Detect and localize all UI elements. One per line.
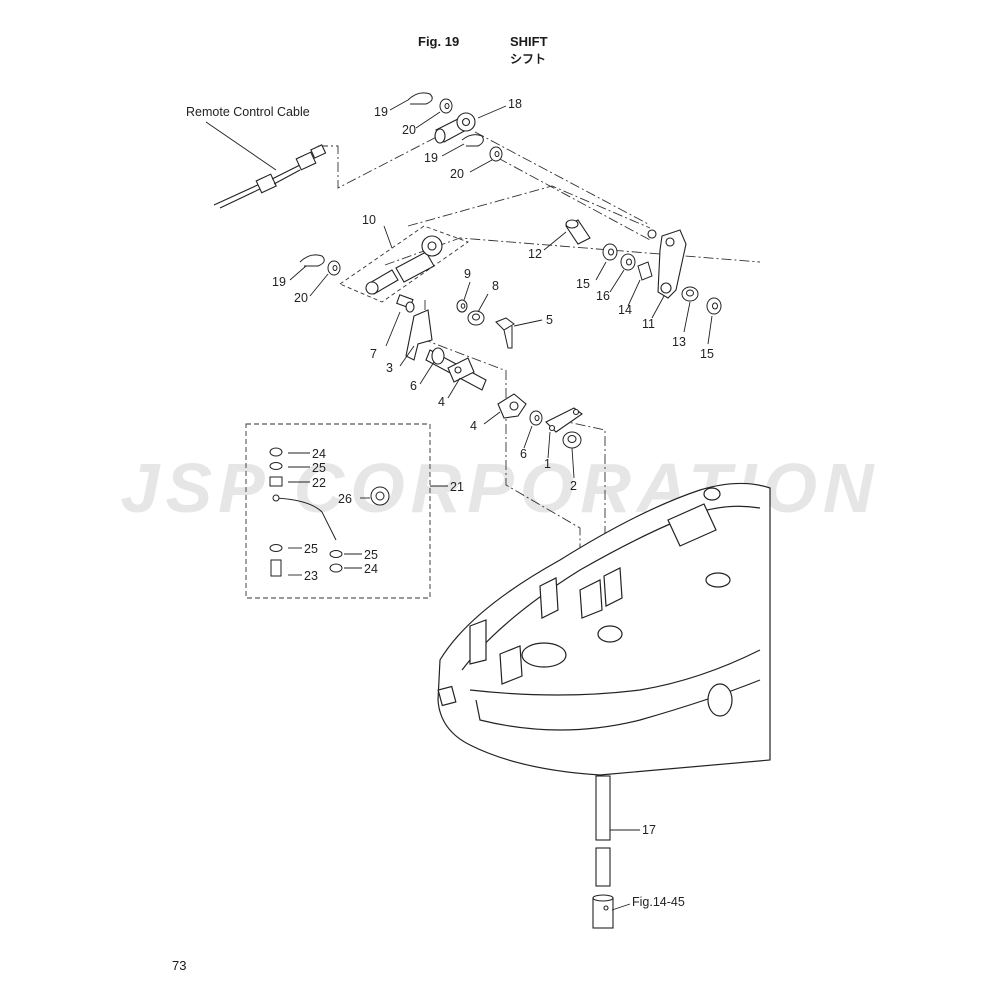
- part-16-washer: [620, 253, 636, 271]
- part-21-kit-box: [245, 423, 431, 599]
- callout-26: 26: [338, 492, 352, 506]
- part-10-assembly-outline: [339, 225, 469, 303]
- callout-23: 23: [304, 569, 318, 583]
- callout-15-lower: 15: [700, 347, 714, 361]
- callout-leaders: [288, 99, 713, 911]
- shift-shaft: [425, 347, 487, 391]
- part-14-collar: [637, 261, 653, 281]
- page-number: 73: [172, 958, 187, 973]
- clip-19-top: [407, 92, 484, 147]
- part-2-nut: [562, 431, 582, 449]
- callout-25-right: 25: [364, 548, 378, 562]
- callout-6-lower: 6: [520, 447, 527, 461]
- callout-14: 14: [618, 303, 632, 317]
- callout-13: 13: [672, 335, 686, 349]
- callout-11: 11: [642, 317, 655, 331]
- callout-7: 7: [370, 347, 377, 361]
- part-9-washer: [456, 299, 468, 313]
- callout-8: 8: [492, 279, 499, 293]
- callout-20-top: 20: [402, 123, 416, 137]
- part-8-nut: [467, 310, 485, 326]
- remote-control-cable-label: Remote Control Cable: [186, 105, 310, 119]
- part-6-washer-lower: [529, 410, 543, 426]
- part-18-cable-joint: [434, 112, 476, 144]
- figure-title-japanese: シフト: [510, 52, 547, 66]
- callout-22: 22: [312, 476, 326, 490]
- callout-1: 1: [544, 457, 551, 471]
- remote-control-cable: [213, 144, 327, 209]
- callout-3: 3: [386, 361, 393, 375]
- part-13-bolt: [681, 286, 699, 302]
- figure-number: Fig. 19: [418, 34, 460, 49]
- lower-cowling: [437, 482, 771, 776]
- figure-title: SHIFT: [510, 34, 548, 49]
- callout-5: 5: [546, 313, 553, 327]
- callout-19-mid: 19: [272, 275, 286, 289]
- callout-20-second: 20: [450, 167, 464, 181]
- part-7-pin: [396, 294, 415, 313]
- part-17-shift-rod: [592, 775, 614, 929]
- callout-20-mid: 20: [294, 291, 308, 305]
- callout-19-second: 19: [424, 151, 438, 165]
- callout-12: 12: [528, 247, 542, 261]
- callout-9: 9: [464, 267, 471, 281]
- washer-20-top: [439, 98, 503, 162]
- callout-17: 17: [642, 823, 656, 837]
- part-10-adjuster: [365, 235, 443, 295]
- part-12-stud: [565, 219, 591, 245]
- callout-18: 18: [508, 97, 522, 111]
- callout-10: 10: [362, 213, 376, 227]
- clip-19-mid: [299, 254, 325, 267]
- callout-24-top: 24: [312, 447, 326, 461]
- kit-parts: [269, 447, 390, 577]
- part-4-shift-arm: [497, 393, 527, 419]
- part-15-washer-b: [706, 297, 722, 315]
- part-5-bolt: [495, 317, 515, 349]
- callout-19-top: 19: [374, 105, 388, 119]
- callout-21: 21: [450, 480, 464, 494]
- callout-6-upper: 6: [410, 379, 417, 393]
- callout-4-upper: 4: [438, 395, 445, 409]
- callout-2: 2: [570, 479, 577, 493]
- callout-24-bottom: 24: [364, 562, 378, 576]
- part-1-plate: [545, 407, 583, 433]
- washer-20-mid: [327, 260, 341, 276]
- callout-25-left: 25: [304, 542, 318, 556]
- callout-15-upper: 15: [576, 277, 590, 291]
- part-15-washer-a: [602, 243, 618, 261]
- part-11-shift-lever: [647, 229, 687, 299]
- callout-16: 16: [596, 289, 610, 303]
- callout-fig-reference: Fig.14-45: [632, 895, 685, 909]
- callout-25-top: 25: [312, 461, 326, 475]
- callout-4-lower: 4: [470, 419, 477, 433]
